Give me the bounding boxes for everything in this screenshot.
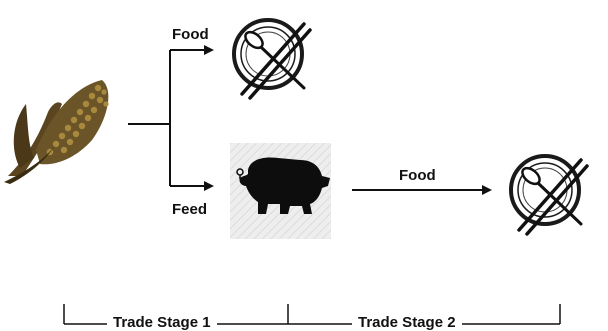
label-food-top: Food bbox=[172, 26, 209, 43]
plate-icon-food bbox=[232, 18, 312, 100]
label-trade-stage-1: Trade Stage 1 bbox=[107, 314, 217, 331]
plate-icon-final bbox=[509, 154, 589, 236]
pig-icon bbox=[230, 143, 331, 239]
label-trade-stage-2: Trade Stage 2 bbox=[352, 314, 462, 331]
label-food-right: Food bbox=[399, 167, 436, 184]
branch-connector bbox=[128, 45, 214, 191]
corn-icon bbox=[4, 80, 109, 184]
label-feed: Feed bbox=[172, 201, 208, 218]
